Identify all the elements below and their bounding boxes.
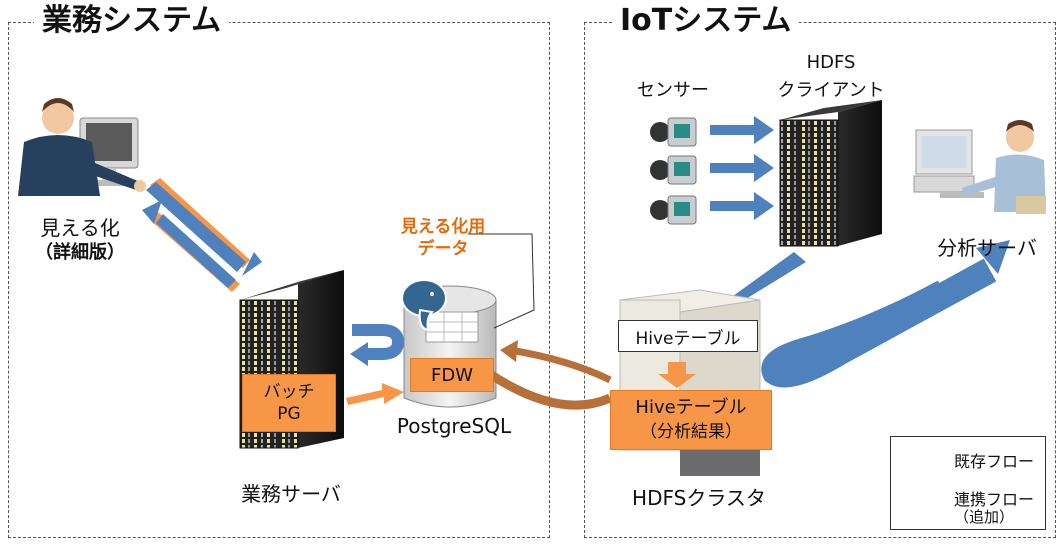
business-system-frame xyxy=(8,22,550,538)
hive-result-box: Hiveテーブル （分析結果） xyxy=(610,390,772,450)
batch-to-pg-arrow xyxy=(346,383,404,405)
iot-system-frame xyxy=(584,22,1056,538)
hdfs-cluster-label: HDFSクラスタ xyxy=(632,486,766,510)
analysis-user-icon xyxy=(913,120,1046,214)
analysis-server-label: 分析サーバ xyxy=(937,236,1037,260)
hive-table-label: Hiveテーブル xyxy=(635,328,741,349)
hive-result-line2: （分析結果） xyxy=(640,422,742,442)
fdw-link-upper xyxy=(509,346,612,384)
hdfs-client-label-line1: HDFS xyxy=(806,52,856,73)
hive-result-line1: Hiveテーブル xyxy=(635,397,747,418)
iot-system-title: IoTシステム xyxy=(612,4,800,38)
visualize-label: 見える化 xyxy=(40,216,120,240)
batch-pg-box: バッチ PG xyxy=(242,374,336,432)
hdfs-client-server-icon xyxy=(779,100,882,247)
business-server-label: 業務サーバ xyxy=(241,482,341,506)
postgresql-label: PostgreSQL xyxy=(396,414,512,438)
hive-table-box: Hiveテーブル xyxy=(618,320,758,352)
viz-data-label-line2: データ xyxy=(417,239,469,259)
visualize-detail-label: （詳細版） xyxy=(35,242,125,263)
business-user-icon xyxy=(18,98,146,196)
legend-box xyxy=(890,436,1046,530)
batch-pg-line1: バッチ xyxy=(263,382,315,402)
legend-added-label-line2: （追加） xyxy=(954,508,1015,526)
hive-to-result-arrow xyxy=(658,362,696,388)
legend-added-label-line1: 連携フロー xyxy=(954,490,1035,509)
sensor-to-client-arrows xyxy=(710,116,774,220)
fdw-label: FDW xyxy=(430,364,473,386)
sensor-icons xyxy=(650,117,697,225)
business-system-title: 業務システム xyxy=(34,4,230,38)
fdw-link-lower xyxy=(487,370,612,410)
batch-loop-arrow xyxy=(352,324,405,360)
legend-existing-label: 既存フロー xyxy=(954,452,1035,471)
sensor-label: センサー xyxy=(637,80,709,101)
hdfs-client-label-line2: クライアント xyxy=(777,80,885,101)
viz-data-callout-line xyxy=(468,233,535,329)
fdw-box: FDW xyxy=(410,358,494,392)
viz-data-label-line1: 見える化用 xyxy=(400,217,486,237)
postgresql-elephant-icon xyxy=(401,279,447,332)
viz-flow-arrows xyxy=(142,178,262,292)
cluster-to-analysis-arrow xyxy=(761,258,997,388)
batch-pg-line2: PG xyxy=(277,404,301,424)
